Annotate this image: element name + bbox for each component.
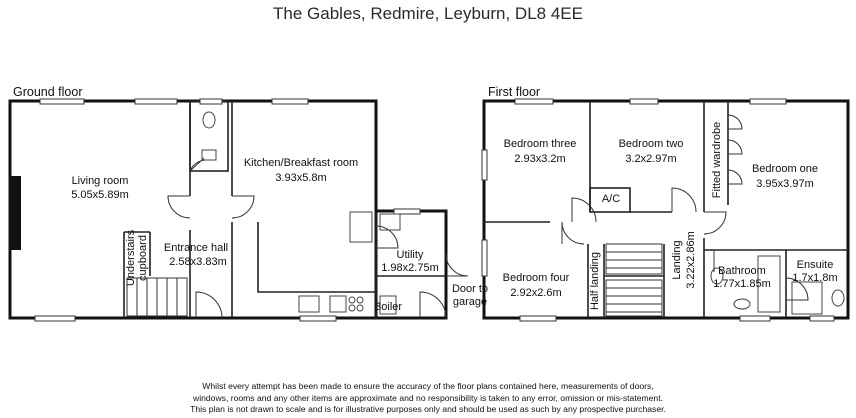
first-floor-inner-walls bbox=[484, 101, 848, 318]
utility-name: Utility bbox=[397, 249, 424, 261]
ground-windows bbox=[34, 98, 421, 322]
understairs-name: Understairs bbox=[125, 229, 137, 286]
bedroom-one-dims: 3.95x3.97m bbox=[756, 178, 813, 190]
ground-stairs bbox=[126, 277, 188, 317]
first-doors bbox=[561, 114, 809, 301]
kitchen-dims: 3.93x5.8m bbox=[275, 172, 326, 184]
living-room-name: Living room bbox=[72, 175, 129, 187]
bedroom-four-name: Bedroom four bbox=[503, 272, 570, 284]
first-floor-walls bbox=[482, 99, 850, 320]
disclaimer-line-1: Whilst every attempt has been made to en… bbox=[202, 381, 654, 391]
bedroom-four-dims: 2.92x2.6m bbox=[510, 287, 561, 299]
bedroom-one-name: Bedroom one bbox=[752, 163, 818, 175]
ensuite-name: Ensuite bbox=[797, 259, 834, 271]
kitchen-fittings bbox=[201, 111, 401, 315]
fitted-wardrobe-label: Fitted wardrobe bbox=[711, 122, 723, 198]
bathroom-name: Bathroom bbox=[718, 265, 766, 277]
kitchen-name: Kitchen/Breakfast room bbox=[244, 157, 358, 169]
living-room-dims: 5.05x5.89m bbox=[71, 189, 128, 201]
half-landing-label: Half landing bbox=[589, 252, 601, 310]
ground-floor-heading: Ground floor bbox=[13, 85, 83, 99]
bedroom-three-dims: 2.93x3.2m bbox=[514, 153, 565, 165]
bathroom-fittings bbox=[710, 255, 845, 315]
plan-title: The Gables, Redmire, Leyburn, DL8 4EE bbox=[273, 4, 583, 23]
bedroom-three-name: Bedroom three bbox=[504, 138, 577, 150]
ensuite-dims: 1.7x1.8m bbox=[792, 272, 837, 284]
disclaimer-line-3: This plan is not drawn to scale and is f… bbox=[190, 404, 666, 414]
entrance-hall-dims: 2.58x3.83m bbox=[169, 256, 226, 268]
bedroom-two-name: Bedroom two bbox=[619, 138, 684, 150]
bedroom-two-dims: 3.2x2.97m bbox=[625, 153, 676, 165]
disclaimer: Whilst every attempt has been made to en… bbox=[160, 381, 696, 416]
door-to-garage-line2: garage bbox=[453, 296, 487, 308]
first-floor-heading: First floor bbox=[488, 85, 541, 99]
first-stairs bbox=[605, 243, 663, 317]
first-windows bbox=[481, 98, 835, 322]
understairs-dims: cupboard bbox=[137, 235, 149, 281]
entrance-hall-name: Entrance hall bbox=[164, 242, 228, 254]
bathroom-dims: 1.77x1.85m bbox=[713, 278, 770, 290]
boiler-label: Boiler bbox=[374, 301, 402, 313]
landing-name: Landing bbox=[671, 240, 683, 279]
ac-label: A/C bbox=[602, 193, 620, 205]
chimney-breast bbox=[10, 176, 21, 250]
utility-dims: 1.98x2.75m bbox=[381, 262, 438, 274]
disclaimer-line-2: windows, rooms and any other items are a… bbox=[192, 392, 663, 403]
door-to-garage-line1: Door to bbox=[452, 283, 488, 295]
landing-dims: 3.22x2.86m bbox=[685, 231, 697, 288]
